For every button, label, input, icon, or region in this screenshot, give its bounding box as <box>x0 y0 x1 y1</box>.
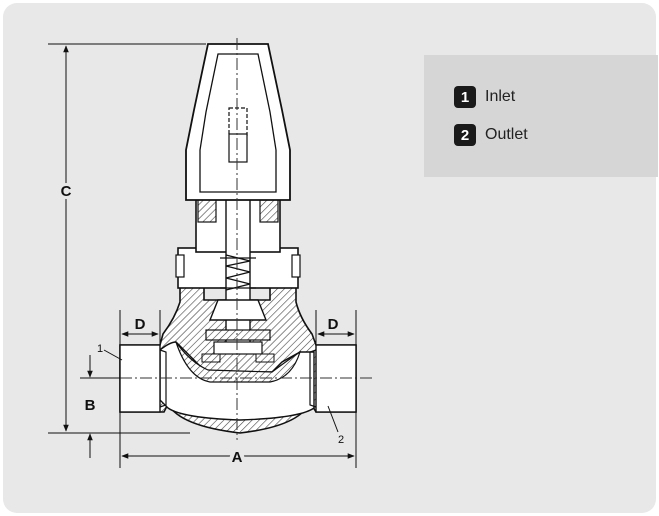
valve-cap <box>185 43 291 201</box>
dimension-label-c: C <box>61 183 72 200</box>
dimension-label-b: B <box>85 397 96 414</box>
dimension-label-d-left: D <box>135 316 146 333</box>
dimension-label-a: A <box>232 449 243 466</box>
legend-item-inlet: 1 Inlet <box>454 85 515 109</box>
legend-number-badge: 1 <box>454 86 476 108</box>
legend-box: 1 Inlet 2 Outlet <box>424 55 658 177</box>
valve-disc <box>201 299 275 363</box>
center-lines <box>100 38 374 440</box>
callout-outlet: 2 <box>338 434 344 446</box>
legend-label: Inlet <box>485 88 516 105</box>
dimension-lines <box>48 43 357 468</box>
dimension-label-d-right: D <box>328 316 339 333</box>
legend-label: Outlet <box>485 126 528 143</box>
callout-inlet: 1 <box>97 343 103 355</box>
legend-number-badge: 2 <box>454 124 476 146</box>
legend-item-outlet: 2 Outlet <box>454 123 528 147</box>
